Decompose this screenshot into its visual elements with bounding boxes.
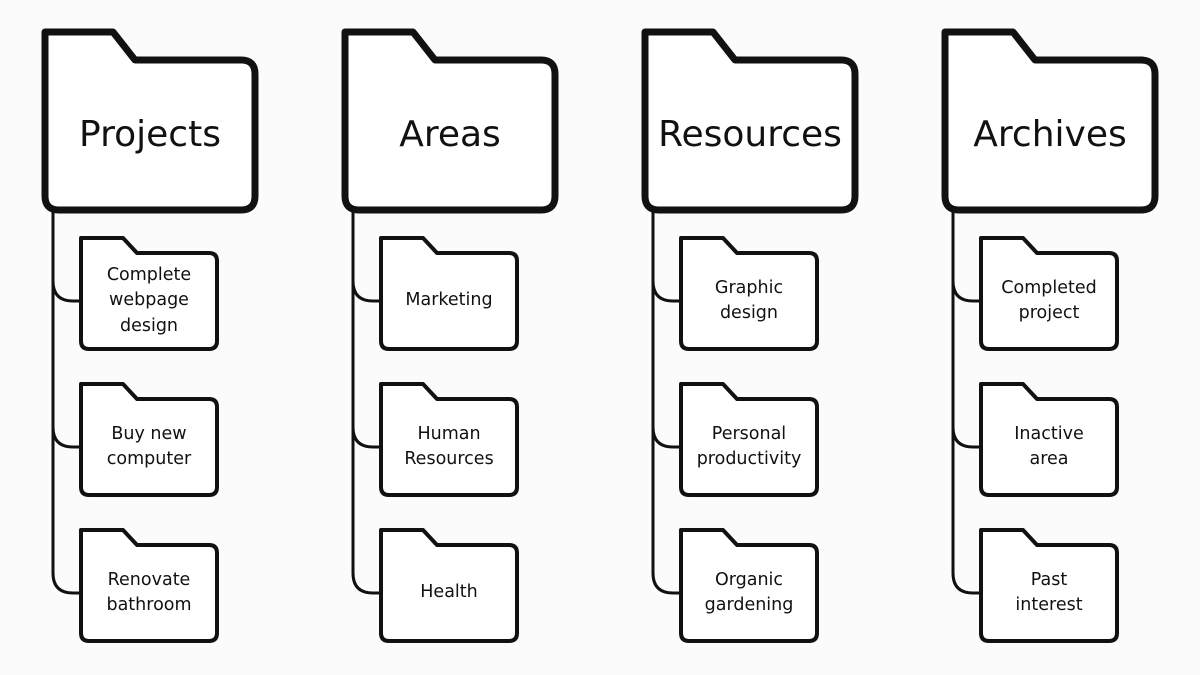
folder-icon [679,528,819,643]
projects-connector-branch [51,425,83,449]
resources-connector-branch [651,571,683,595]
folder-icon [979,382,1119,497]
folder-icon [679,236,819,351]
resources-connector-branch [651,425,683,449]
folder-icon [641,28,859,214]
areas-connector-branch [351,425,383,449]
folder-icon [379,528,519,643]
folder-icon [979,528,1119,643]
folder-icon [941,28,1159,214]
projects-connector-branch [51,571,83,595]
folder-icon [79,382,219,497]
folder-icon [79,528,219,643]
folder-icon [679,382,819,497]
folder-icon [341,28,559,214]
archives-connector-branch [951,279,983,303]
areas-connector-branch [351,279,383,303]
archives-connector-branch [951,425,983,449]
areas-connector-branch [351,571,383,595]
archives-connector-branch [951,571,983,595]
projects-connector-branch [51,279,83,303]
folder-icon [379,382,519,497]
resources-connector-branch [651,279,683,303]
folder-icon [979,236,1119,351]
folder-icon [79,236,219,351]
folder-icon [41,28,259,214]
folder-icon [379,236,519,351]
